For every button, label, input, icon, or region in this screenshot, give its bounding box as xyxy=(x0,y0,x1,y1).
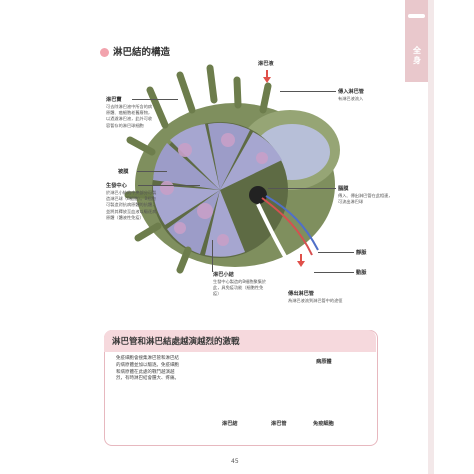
leader-nodule xyxy=(212,240,213,272)
vessel xyxy=(146,86,169,129)
germinal-center xyxy=(160,181,174,195)
efferent-vessel-line xyxy=(256,203,292,267)
vessel xyxy=(126,136,156,156)
lymph-fluid-arrow-icon xyxy=(263,77,271,83)
title-bullet-icon xyxy=(100,48,109,57)
desc-lymph-sinus: 可去除淋巴液中所含的病原體、癌細胞老舊廢物，以過濾淋巴液，此外可收容暫存的淋巴球… xyxy=(106,104,153,128)
label-panel-lymph-node: 淋巴結 xyxy=(222,421,238,427)
lobules xyxy=(152,122,282,257)
germinal-center xyxy=(197,203,213,219)
lobule xyxy=(170,124,220,190)
afferent-vessels xyxy=(124,64,272,274)
label-germinal-center: 生發中心 xyxy=(106,183,127,189)
lobule xyxy=(208,122,250,190)
leader-artery xyxy=(314,272,354,273)
vessel xyxy=(259,82,272,114)
info-panel-desc: 免疫細胞會搜集淋巴管和淋巴結的病原體並加以驅逐。免疫細胞和病原體在此處的戰鬥越演… xyxy=(116,356,179,382)
desc-afferent-vessel: 有淋巴液流入 xyxy=(338,96,364,101)
germinal-center xyxy=(178,143,192,157)
hilum-center xyxy=(249,186,267,204)
label-lymph-sinus: 淋巴竇 xyxy=(106,97,122,103)
vessel xyxy=(206,64,218,104)
desc-germinal-center: 於淋巴小結的中央部分可製造淋巴球（B細胞）。B細胞可製造對抗病原體的抗體，並將其… xyxy=(106,190,157,220)
lobule xyxy=(152,185,220,225)
label-efferent-vessel: 傳出淋巴管 xyxy=(288,291,314,297)
label-lymph-nodule: 淋巴小結 xyxy=(213,272,234,278)
leader-germinal xyxy=(138,185,200,186)
label-septum: 被膜 xyxy=(118,169,129,175)
label-pathogen: 病原體 xyxy=(316,359,332,365)
vessel xyxy=(176,71,196,114)
vessel xyxy=(176,246,192,274)
info-panel-title: 淋巴管和淋巴結處越演越烈的激戰 xyxy=(112,337,240,347)
vessel xyxy=(233,76,242,109)
page-number: 45 xyxy=(231,458,239,465)
label-artery: 動脈 xyxy=(356,270,367,276)
label-vein: 靜脈 xyxy=(356,250,367,256)
leader-afferent xyxy=(280,91,336,92)
desc-lymph-nodule: 生發中心製造的B細胞聚集於此，具免疫功能（細胞性免疫） xyxy=(213,279,267,297)
leader-hilum xyxy=(268,188,336,189)
label-panel-immune-cell: 免疫細胞 xyxy=(313,421,334,427)
page-edge-band xyxy=(428,0,434,474)
lobule xyxy=(205,190,245,257)
chapter-tab: 全身 xyxy=(405,0,428,82)
leader-vein xyxy=(318,252,354,253)
label-afferent-vessel: 傳入淋巴管 xyxy=(338,89,364,95)
germinal-centers xyxy=(160,133,268,246)
germinal-center xyxy=(256,152,268,164)
chapter-tab-label: 全身 xyxy=(413,46,421,65)
info-panel-header xyxy=(104,330,376,352)
desc-hilum: 傳入、傳出淋巴管在此相連，可流出淋巴球 xyxy=(338,193,393,205)
germinal-center xyxy=(221,133,235,147)
label-panel-lymph-vessel: 淋巴管 xyxy=(271,421,287,427)
germinal-center xyxy=(174,222,186,234)
artery-line xyxy=(261,197,313,256)
vein-line xyxy=(265,195,319,251)
vessel xyxy=(134,222,162,242)
germinal-center xyxy=(217,234,229,246)
section-title: 淋巴結的構造 xyxy=(113,47,171,58)
efferent-arrow-stem xyxy=(300,254,302,262)
lobule xyxy=(220,132,282,190)
lobule xyxy=(153,143,220,190)
label-lymph-fluid: 淋巴液 xyxy=(258,61,274,67)
leader-septum xyxy=(137,171,167,172)
efferent-arrow-icon xyxy=(297,261,305,267)
desc-efferent-vessel: 為淋巴液流到淋巴管中的途徑 xyxy=(288,298,343,303)
leader-sinus xyxy=(132,99,178,100)
label-hilum: 腦膜 xyxy=(338,186,349,192)
tab-marker xyxy=(408,14,425,18)
lymph-fluid-arrow-stem xyxy=(266,70,268,78)
